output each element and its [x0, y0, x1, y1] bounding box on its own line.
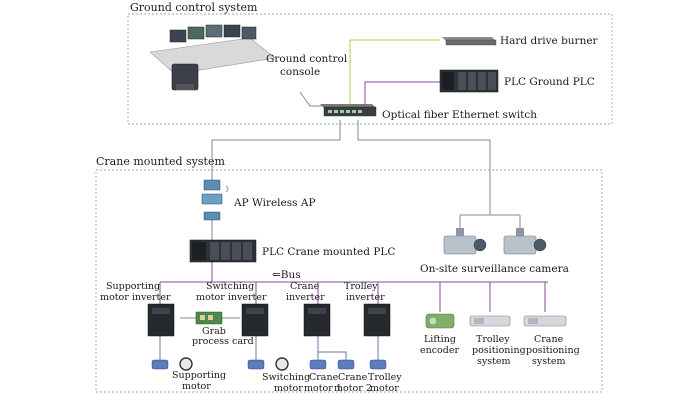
line-switch-ap [211, 120, 341, 180]
supporting-inverter-label-2: motor inverter [100, 292, 171, 303]
console-label-2: console [280, 66, 320, 78]
supporting-motor-label-2: motor [182, 381, 211, 392]
line-inv-crane-motors [317, 336, 347, 362]
trolley-positioning-label-2: positioning [472, 345, 526, 356]
connection-lines [159, 39, 548, 362]
console-label-1: Ground control [266, 53, 348, 65]
switching-motor-label-2: motor [274, 383, 303, 394]
line-switch-ground-plc [364, 81, 440, 104]
line-switch-harddrive [349, 39, 440, 104]
crane-motor-1-label-1: Crane [309, 372, 339, 383]
lifting-encoder-icon [425, 313, 455, 329]
crane-inverter-icon [303, 303, 331, 337]
crane-positioning-label-2: positioning [526, 345, 580, 356]
ground-system-frame [127, 13, 613, 125]
crane-positioning-label-1: Crane [534, 334, 564, 345]
wireless-ap-icon [201, 179, 229, 221]
switching-inverter-label-2: motor inverter [196, 292, 267, 303]
switching-inverter-label-1: Switching [206, 281, 254, 292]
bus-label: ⇐Bus [272, 269, 301, 281]
crane-system-title: Crane mounted system [96, 155, 225, 168]
ground-plc-label: PLC Ground PLC [504, 76, 595, 88]
trolley-motor-icon [369, 359, 387, 370]
trolley-motor-label-2: motor [370, 383, 399, 394]
trolley-motor-label-1: Trolley [368, 372, 402, 383]
grab-process-card-icon [195, 311, 223, 325]
crane-positioning-label-3: system [532, 356, 566, 367]
switching-inverter-icon [241, 303, 269, 337]
switching-motor-label-1: Switching [262, 372, 310, 383]
crane-motor-1-icon [309, 359, 327, 370]
surveillance-camera-icon [443, 228, 547, 255]
hard-drive-label: Hard drive burner [500, 35, 599, 47]
trolley-inverter-icon [363, 303, 391, 337]
trolley-positioning-icon [469, 315, 511, 327]
camera-label: On-site surveillance camera [420, 263, 569, 275]
crane-motor-2-label-1: Crane [338, 372, 368, 383]
crane-inverter-label-2: inverter [286, 292, 325, 303]
supporting-motor-icon [151, 357, 193, 371]
supporting-inverter-label-1: Supporting [106, 281, 160, 292]
crane-inverter-label-1: Crane [290, 281, 320, 292]
line-switch-camera [357, 120, 491, 228]
switch-label: Optical fiber Ethernet switch [382, 109, 537, 121]
crane-system-frame [95, 169, 603, 393]
hard-drive-burner-icon [442, 37, 497, 46]
lifting-encoder-label-2: encoder [420, 345, 459, 356]
ground-system-title: Ground control system [130, 1, 258, 14]
trolley-positioning-label-3: system [477, 356, 511, 367]
crane-plc-icon [189, 239, 257, 263]
trolley-inverter-label-2: inverter [346, 292, 385, 303]
crane-motor-1-label-2: motor 1 [304, 383, 342, 394]
ground-plc-icon [439, 69, 499, 93]
crane-motor-2-icon [337, 359, 355, 370]
crane-motor-2-label-2: motor 2 [334, 383, 372, 394]
optical-switch-icon [320, 104, 377, 117]
supporting-inverter-icon [147, 303, 175, 337]
grab-card-label-2: process card [192, 336, 254, 347]
lifting-encoder-label-1: Lifting [424, 334, 456, 345]
grab-card-label-1: Grab [202, 326, 226, 337]
trolley-inverter-label-1: Trolley [344, 281, 378, 292]
line-switch-console [299, 91, 340, 107]
trolley-positioning-label-1: Trolley [476, 334, 510, 345]
ap-label: AP Wireless AP [233, 197, 316, 209]
supporting-motor-label-1: Supporting [172, 370, 226, 381]
crane-positioning-icon [523, 315, 567, 327]
crane-plc-label: PLC Crane mounted PLC [262, 246, 395, 258]
ground-control-console-icon [149, 24, 276, 91]
switching-motor-icon [247, 357, 289, 371]
